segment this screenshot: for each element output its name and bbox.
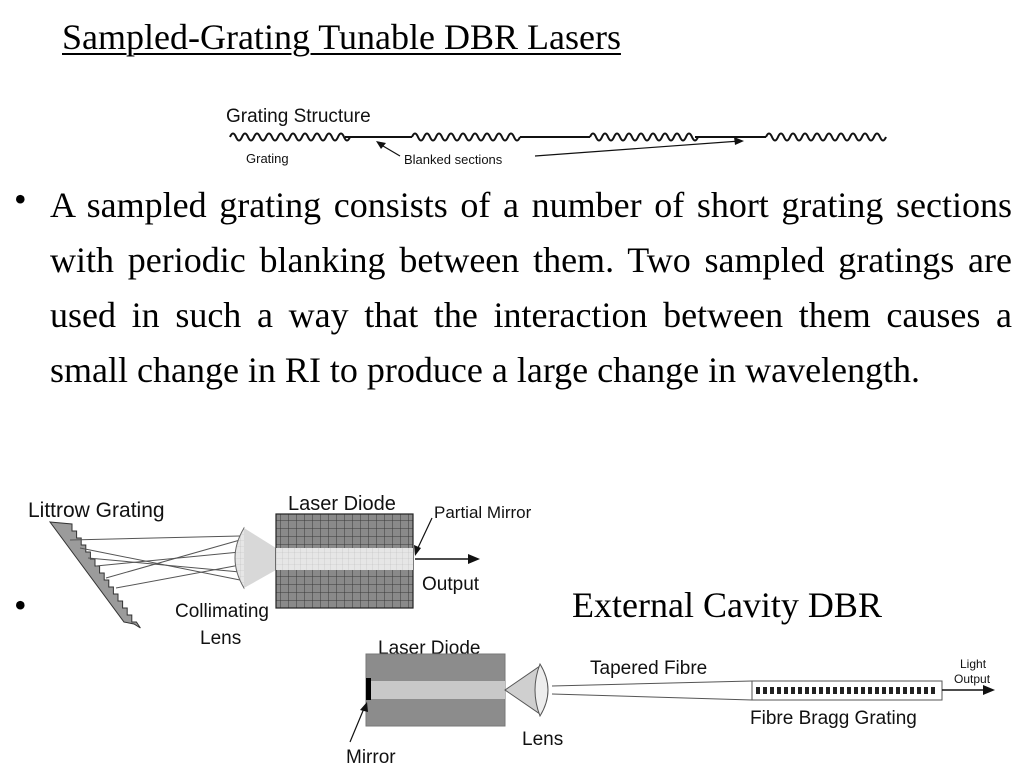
bullet-1: • bbox=[14, 179, 27, 219]
output-arrowhead bbox=[468, 554, 480, 564]
bullet-2: • bbox=[14, 585, 27, 625]
partial-mirror-arrowhead bbox=[414, 545, 421, 556]
taper-bottom bbox=[551, 693, 753, 701]
collimating-label: Collimating bbox=[175, 601, 269, 622]
fbg-mark bbox=[833, 687, 837, 694]
beam-cone bbox=[244, 528, 276, 588]
fbg-mark bbox=[812, 687, 816, 694]
littrow-grating bbox=[48, 521, 141, 629]
grating-section-2 bbox=[411, 132, 521, 142]
littrow-output-label: Output bbox=[422, 574, 480, 595]
fbg-mark bbox=[903, 687, 907, 694]
littrow-laser-label: Laser Diode bbox=[288, 493, 396, 515]
slide-title: Sampled-Grating Tunable DBR Lasers bbox=[62, 17, 621, 57]
grating-section-3 bbox=[589, 132, 699, 142]
fbg-mark bbox=[798, 687, 802, 694]
grating-section-1 bbox=[229, 132, 351, 142]
fbg-mark bbox=[917, 687, 921, 694]
fbg-mark bbox=[896, 687, 900, 694]
blanked-arrowhead-right bbox=[734, 137, 744, 145]
fibre-lens bbox=[534, 662, 549, 718]
fbg-mark bbox=[875, 687, 879, 694]
active-region bbox=[276, 548, 413, 570]
grating-label: Grating bbox=[246, 151, 289, 166]
light-label: Light bbox=[960, 657, 987, 671]
fbg-marks bbox=[756, 687, 935, 694]
fbg-mark bbox=[854, 687, 858, 694]
taper-top bbox=[551, 680, 753, 687]
fbg-mark bbox=[861, 687, 865, 694]
mirror-label: Mirror bbox=[346, 747, 396, 768]
mirror-arrowhead bbox=[360, 702, 368, 712]
bullet-paragraph: A sampled grating consists of a number o… bbox=[50, 185, 1012, 390]
diffracted-rays bbox=[69, 535, 241, 589]
light-output-label: Output bbox=[954, 672, 991, 686]
partial-mirror-label: Partial Mirror bbox=[434, 503, 532, 522]
fbg-mark bbox=[868, 687, 872, 694]
fbg-mark bbox=[910, 687, 914, 694]
blanked-arrow-right bbox=[534, 140, 741, 157]
littrow-grating-label: Littrow Grating bbox=[28, 499, 165, 522]
fbg-mark bbox=[791, 687, 795, 694]
fbg-mark bbox=[777, 687, 781, 694]
fbg-mark bbox=[840, 687, 844, 694]
fbg-mark bbox=[847, 687, 851, 694]
rear-mirror bbox=[366, 678, 371, 700]
fbg-mark bbox=[770, 687, 774, 694]
blanked-arrowhead-left bbox=[376, 141, 386, 149]
fbg-label: Fibre Bragg Grating bbox=[750, 708, 917, 729]
fibre-lens-label: Lens bbox=[522, 729, 563, 750]
partial-mirror-pointer bbox=[415, 517, 433, 553]
fbg-mark bbox=[784, 687, 788, 694]
grating-section-4 bbox=[765, 132, 887, 142]
blanked-sections-label: Blanked sections bbox=[404, 152, 503, 167]
fbg-mark bbox=[931, 687, 935, 694]
fbg-mark bbox=[763, 687, 767, 694]
fbg-mark bbox=[924, 687, 928, 694]
grating-structure-heading: Grating Structure bbox=[226, 106, 371, 127]
fbg-mark bbox=[756, 687, 760, 694]
fbg-mark bbox=[805, 687, 809, 694]
light-output-arrowhead bbox=[983, 685, 995, 695]
fbg-mark bbox=[826, 687, 830, 694]
fbg-mark bbox=[889, 687, 893, 694]
fibre-laser-active-region bbox=[366, 681, 505, 699]
fbg-mark bbox=[882, 687, 886, 694]
collimating-lens-label: Lens bbox=[200, 628, 241, 649]
external-cavity-text: External Cavity DBR bbox=[572, 585, 882, 625]
fbg-mark bbox=[819, 687, 823, 694]
mirror-pointer bbox=[349, 705, 366, 743]
tapered-fibre-label: Tapered Fibre bbox=[590, 658, 707, 679]
